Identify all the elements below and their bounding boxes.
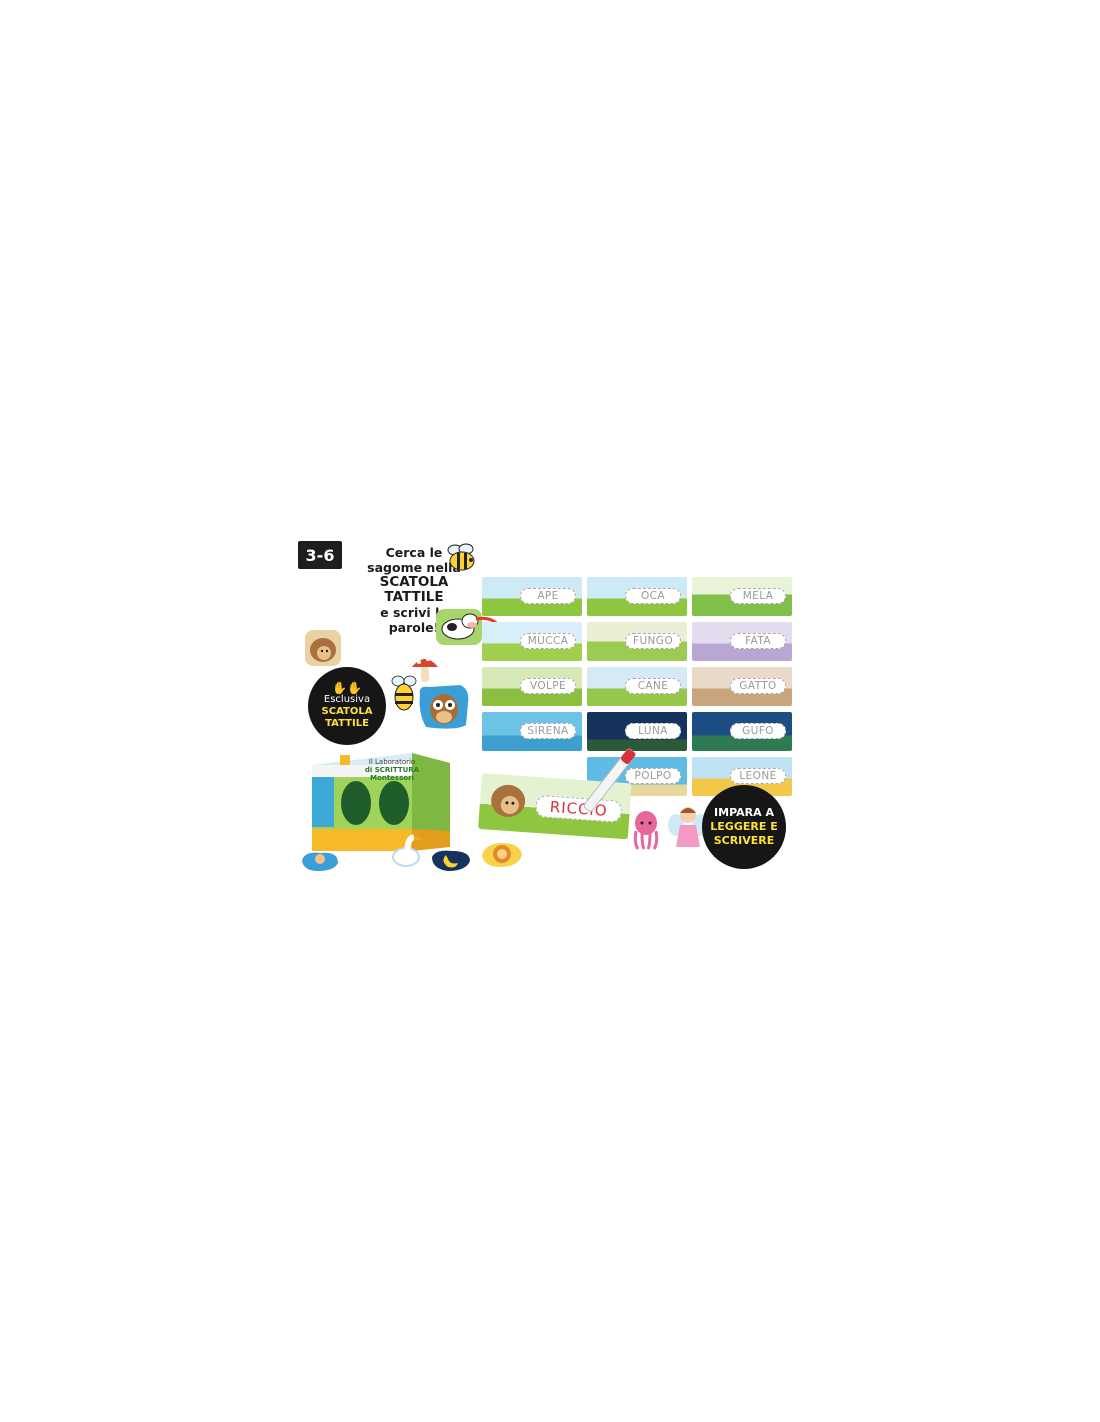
- blue-shape-piece: [302, 852, 338, 871]
- exclusive-badge-line-2: SCATOLA: [321, 706, 373, 717]
- headline-line-2: sagome nella: [367, 560, 461, 575]
- age-badge: 3-6: [298, 541, 342, 569]
- headline: Cerca le sagome nella SCATOLA TATTILE e …: [354, 545, 474, 635]
- box-label: Il Laboratorio di SCRITTURA Montessori: [346, 758, 438, 782]
- card-word: FUNGO: [625, 633, 681, 649]
- bee-shape-piece: [391, 675, 417, 711]
- card-word: MELA: [730, 588, 786, 604]
- mushroom-shape-piece: [412, 657, 438, 682]
- card-word: SIRENA: [520, 723, 576, 739]
- card-word: VOLPE: [520, 678, 576, 694]
- box-label-line-2: di SCRITTURA Montessori: [364, 766, 420, 782]
- tactile-box-illustration: [312, 753, 450, 851]
- octopus-shape-piece: [633, 811, 659, 850]
- word-card-volpe: VOLPE: [482, 667, 582, 706]
- big-word-card: RICCIO: [478, 773, 632, 840]
- card-word: LEONE: [730, 768, 786, 784]
- word-card-luna: LUNA: [587, 712, 687, 751]
- headline-line-5: parole!: [388, 620, 440, 635]
- lion-shape-piece: [482, 843, 522, 867]
- card-word: OCA: [625, 588, 681, 604]
- word-card-cane: CANE: [587, 667, 687, 706]
- hedgehog-illustration: [491, 784, 526, 817]
- word-card-oca: OCA: [587, 577, 687, 616]
- card-word: MUCCA: [520, 633, 576, 649]
- exclusive-badge-line-1: Esclusiva: [323, 694, 371, 705]
- word-card-fata: FATA: [692, 622, 792, 661]
- word-card-mucca: MUCCA: [482, 622, 582, 661]
- learn-badge-line-3: SCRIVERE: [713, 834, 775, 847]
- card-word: CANE: [625, 678, 681, 694]
- moon-shape-piece: [432, 850, 470, 871]
- pen-icon: [583, 748, 636, 812]
- word-card-sirena: SIRENA: [482, 712, 582, 751]
- card-word: POLPO: [625, 768, 681, 784]
- product-image: 3-6 Cerca le sagome nella SCATOLA TATTIL…: [294, 533, 810, 878]
- card-word: APE: [520, 588, 576, 604]
- headline-line-3: SCATOLA TATTILE: [379, 574, 449, 605]
- card-word: FATA: [730, 633, 786, 649]
- word-card-gufo: GUFO: [692, 712, 792, 751]
- owl-shape-piece: [419, 685, 469, 729]
- goose-shape-piece: [392, 834, 422, 867]
- learn-badge: IMPARA A LEGGERE E SCRIVERE: [702, 785, 786, 869]
- box-label-line-1: Il Laboratorio: [368, 758, 416, 766]
- card-word: GUFO: [730, 723, 786, 739]
- learn-badge-line-1: IMPARA A: [714, 806, 774, 819]
- word-card-fungo: FUNGO: [587, 622, 687, 661]
- headline-line-4: e scrivi le: [380, 605, 448, 620]
- card-word: GATTO: [730, 678, 786, 694]
- word-card-mela: MELA: [692, 577, 792, 616]
- learn-badge-line-2: LEGGERE E: [710, 820, 778, 833]
- exclusive-badge: ✋✋ Esclusiva SCATOLA TATTILE: [308, 667, 386, 745]
- word-card-gatto: GATTO: [692, 667, 792, 706]
- word-card-ape: APE: [482, 577, 582, 616]
- card-word: LUNA: [625, 723, 681, 739]
- hedgehog-shape-piece: [305, 630, 341, 666]
- bee-illustration: [447, 543, 475, 571]
- cow-shape-piece: [436, 609, 482, 645]
- headline-line-1: Cerca le: [385, 545, 443, 560]
- hands-icon: ✋✋: [332, 681, 362, 695]
- exclusive-badge-line-3: TATTILE: [325, 718, 369, 729]
